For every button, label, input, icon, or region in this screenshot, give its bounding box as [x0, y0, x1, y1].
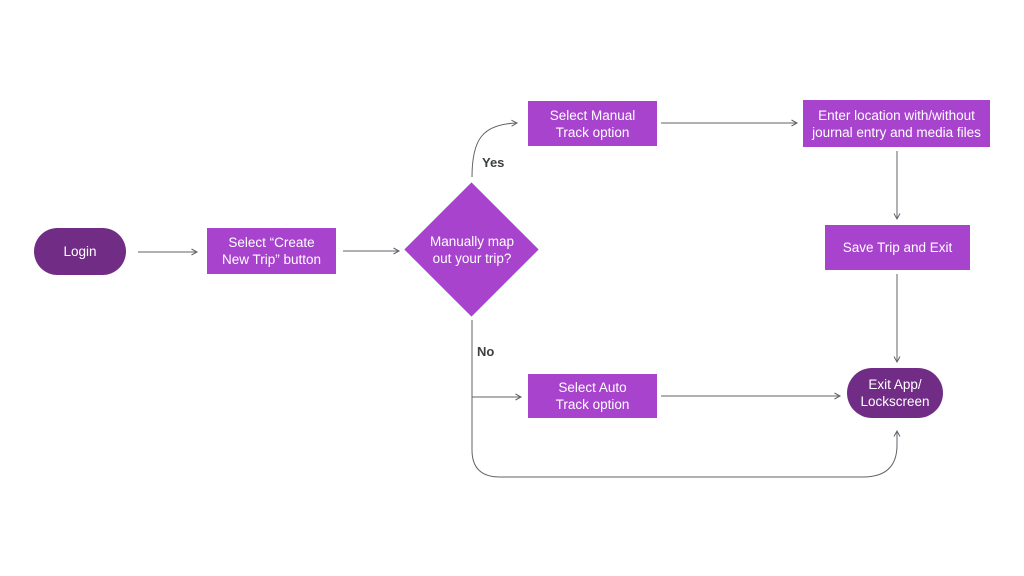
edge-decision-no-loop-to-exit-app	[471, 320, 901, 478]
edge-decision-yes-to-manual-track	[471, 119, 519, 178]
node-login: Login	[34, 228, 126, 275]
node-exit-app-lockscreen: Exit App/ Lockscreen	[847, 368, 943, 418]
node-enter-location: Enter location with/without journal entr…	[803, 100, 990, 147]
node-decision-label: Manually map out your trip?	[429, 234, 515, 266]
node-select-auto-track: Select Auto Track option	[528, 374, 657, 418]
edge-label-yes: Yes	[482, 155, 505, 170]
node-select-manual-track: Select Manual Track option	[528, 101, 657, 146]
node-create-new-trip: Select “Create New Trip” button	[207, 228, 336, 274]
edge-label-no: No	[477, 344, 495, 359]
node-save-trip-and-exit: Save Trip and Exit	[825, 225, 970, 270]
